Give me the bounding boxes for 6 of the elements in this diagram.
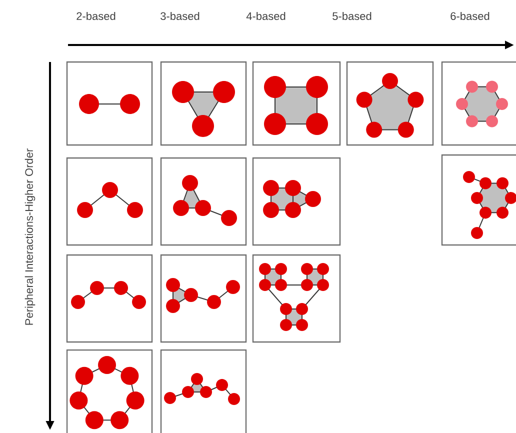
axis-label: Peripheral Interactions-Higher Order: [24, 148, 36, 325]
column-header: 3-based: [160, 12, 200, 20]
column-header: 6-based: [450, 12, 490, 20]
column-header: 4-based: [246, 12, 286, 20]
column-header: 5-based: [332, 12, 372, 20]
column-header: 2-based: [76, 12, 116, 20]
